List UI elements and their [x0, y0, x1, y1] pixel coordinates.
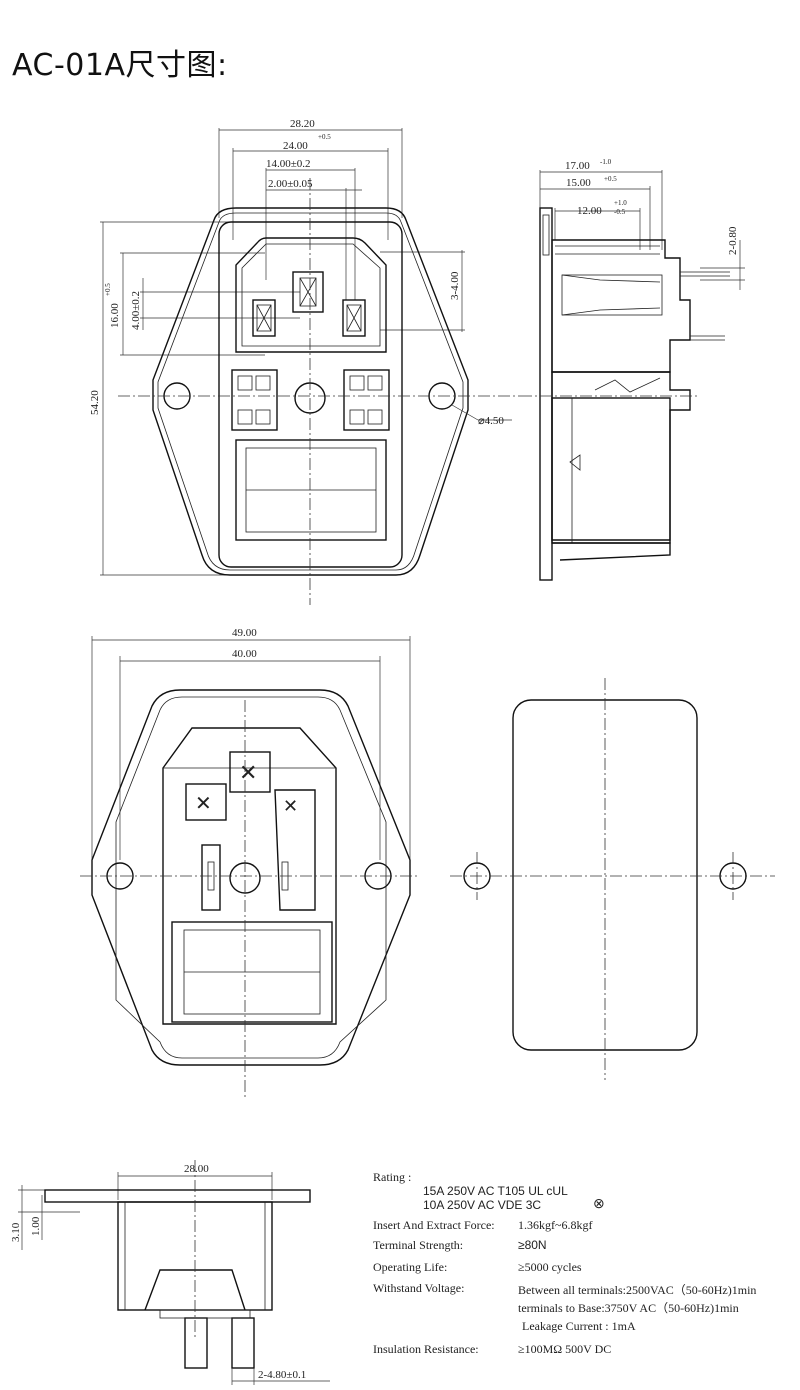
top-view	[450, 678, 775, 1080]
rating-line-2: 10A 250V AC VDE 3C	[423, 1198, 542, 1212]
withstand-value-3: Leakage Current : 1mA	[522, 1319, 636, 1333]
dim-bottom-h1: 3.10	[10, 1222, 22, 1242]
dim-rear-width-overall: 49.00	[232, 627, 257, 639]
3c-mark-icon: ⊗	[593, 1197, 605, 1212]
insert-label: Insert And Extract Force:	[373, 1218, 495, 1232]
dim-top-offset: 3-4.00	[449, 271, 461, 300]
dim-side-a-tol: -1.0	[600, 158, 612, 166]
insert-value: 1.36kgf~6.8kgf	[518, 1218, 593, 1232]
dim-side-thickness: 2-0.80	[727, 226, 739, 255]
dim-hole: ⌀4.50	[478, 415, 504, 427]
dim-side-c-tol: +1.0	[614, 199, 627, 207]
dim-side-c: 12.00	[577, 205, 602, 217]
dim-side-a: 17.00	[565, 160, 590, 172]
dim-pin-height: 4.00±0.2	[130, 291, 142, 330]
terminal-label: Terminal Strength:	[373, 1238, 464, 1252]
svg-text:✕: ✕	[283, 796, 298, 817]
dim-pin-width: 2.00±0.05	[268, 178, 313, 190]
side-view: 17.00 -1.0 15.00 +0.5 12.00 +1.0 -0.5 2-…	[520, 158, 745, 581]
svg-text:✕: ✕	[239, 761, 257, 786]
dim-width-inner: 24.00	[283, 140, 308, 152]
dim-height-overall: 54.20	[89, 390, 101, 415]
life-label: Operating Life:	[373, 1260, 448, 1274]
withstand-value-2: terminals to Base:3750V AC（50-60Hz)1min	[518, 1301, 739, 1315]
dim-bottom-h2: 1.00	[30, 1216, 42, 1236]
dim-side-b: 15.00	[566, 177, 591, 189]
dim-width-inner-tol: +0.5	[318, 133, 331, 141]
dim-rear-width-inner: 40.00	[232, 648, 257, 660]
dim-width-overall: 28.20	[290, 118, 315, 130]
dim-height-socket: 16.00	[109, 303, 121, 328]
page-title: AC-01A尺寸图:	[12, 48, 228, 83]
dim-bottom-terminal: 2-4.80±0.1	[258, 1369, 306, 1381]
insulation-value: ≥100MΩ 500V DC	[518, 1342, 612, 1356]
dim-bottom-width: 28.00	[184, 1163, 209, 1175]
rear-view: 49.00 40.00 ✕ ✕ ✕	[80, 627, 420, 1100]
rating-label: Rating :	[373, 1170, 412, 1184]
dim-side-b-tol: +0.5	[604, 175, 617, 183]
withstand-label: Withstand Voltage:	[373, 1281, 465, 1295]
terminal-value: ≥80N	[518, 1238, 547, 1252]
life-value: ≥5000 cycles	[518, 1260, 582, 1274]
dim-height-socket-tol: +0.5	[104, 283, 112, 296]
bottom-view: 28.00 3.10 1.00 2-4.80±0.1	[10, 1160, 330, 1385]
front-view: 28.20 24.00 +0.5 14.00±0.2 2.00±0.05 54.…	[89, 118, 520, 605]
withstand-value-1: Between all terminals:2500VAC（50-60Hz)1m…	[518, 1283, 757, 1297]
dim-side-c-tol2: -0.5	[614, 208, 626, 216]
rating-line-1: 15A 250V AC T105 UL cUL	[423, 1184, 568, 1198]
insulation-label: Insulation Resistance:	[373, 1342, 479, 1356]
dim-pin-spacing: 14.00±0.2	[266, 158, 311, 170]
svg-text:✕: ✕	[195, 791, 212, 815]
